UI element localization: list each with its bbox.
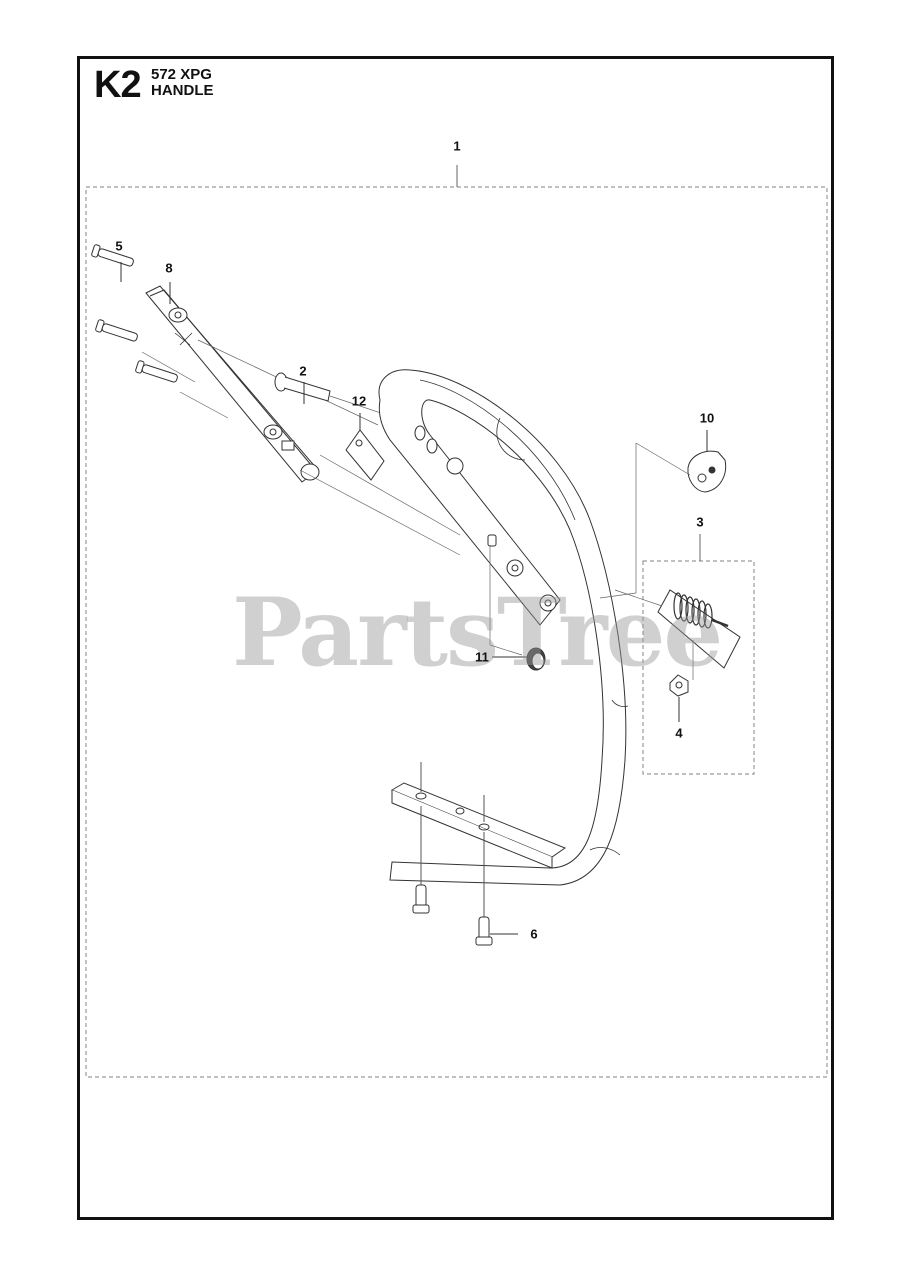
callout-4[interactable]: 4 bbox=[675, 725, 683, 741]
callout-3[interactable]: 3 bbox=[696, 514, 704, 530]
nut-11-icon bbox=[526, 647, 546, 671]
callout-11[interactable]: 11 bbox=[475, 649, 489, 665]
knob-10-icon bbox=[687, 450, 727, 493]
callout-2[interactable]: 2 bbox=[299, 363, 307, 379]
spring-damper-icon bbox=[657, 589, 741, 669]
callout-8[interactable]: 8 bbox=[165, 260, 173, 276]
section-code: K2 bbox=[94, 64, 142, 106]
callout-10[interactable]: 10 bbox=[699, 410, 715, 426]
bottom-plate-icon bbox=[390, 782, 567, 869]
main-handle-icon bbox=[378, 369, 629, 886]
bolt-5-icon bbox=[91, 244, 178, 383]
front-handle-bar-icon bbox=[145, 285, 320, 483]
model-name: 572 XPG bbox=[151, 66, 212, 83]
plate-12-icon bbox=[345, 429, 385, 481]
section-title: HANDLE bbox=[151, 82, 214, 99]
callout-12[interactable]: 12 bbox=[351, 393, 367, 409]
callout-1[interactable]: 1 bbox=[453, 138, 461, 154]
square-nut-4-icon bbox=[669, 674, 689, 697]
assembly-3-boundary bbox=[642, 560, 755, 775]
callout-5[interactable]: 5 bbox=[115, 238, 123, 254]
pin-2-icon bbox=[274, 372, 331, 402]
assembly-1-boundary bbox=[85, 186, 828, 1078]
callout-6[interactable]: 6 bbox=[530, 926, 538, 942]
screw-6-icon bbox=[412, 884, 493, 946]
